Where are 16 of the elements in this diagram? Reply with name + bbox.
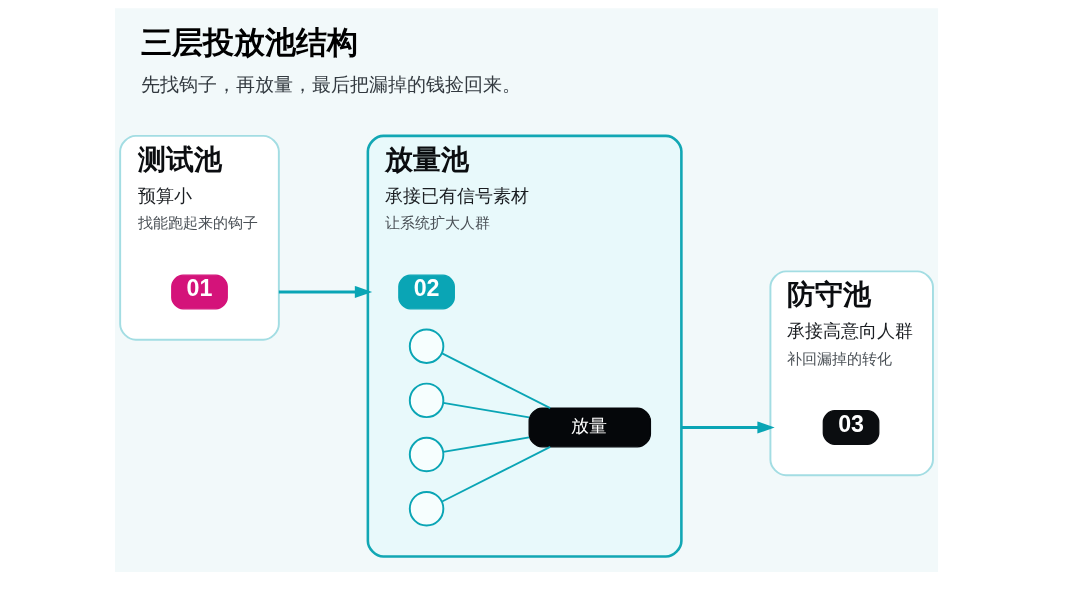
node-circle	[408, 491, 444, 527]
diagram-title: 三层投放池结构	[140, 24, 358, 60]
caption: 先找钩子，再放量，最后把漏掉的钱捡回来。	[140, 73, 521, 96]
node-box: 03	[822, 410, 879, 445]
node-box: 放量	[528, 407, 651, 448]
node-circle	[408, 328, 444, 364]
connector	[441, 402, 530, 419]
connector	[440, 445, 551, 503]
node-circle	[408, 436, 444, 473]
node-circle	[408, 382, 444, 419]
connector	[440, 352, 551, 410]
connector	[441, 436, 530, 453]
arrow	[278, 285, 372, 299]
node-box: 01	[170, 274, 228, 310]
arrow	[680, 421, 775, 434]
node-box: 02	[397, 274, 455, 310]
